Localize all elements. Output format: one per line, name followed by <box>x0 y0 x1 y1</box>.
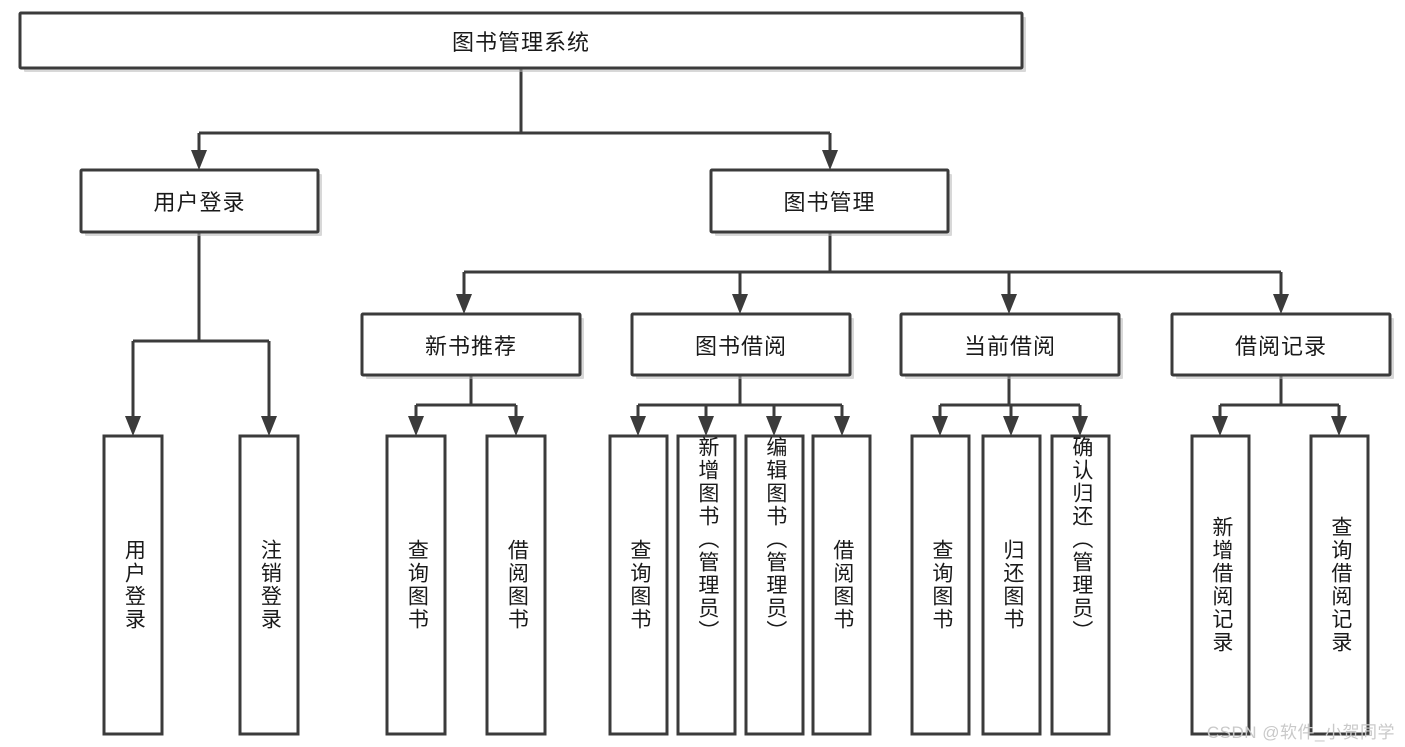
node-box-leaf-borrow-book-recommend[interactable] <box>485 434 547 736</box>
arrow-bm-to-current-borrow <box>1001 294 1017 314</box>
arrow-bb-to-query-book <box>630 416 646 436</box>
connector-group-book-management <box>456 232 1289 314</box>
node-box-new-book-recommend[interactable] <box>360 312 582 377</box>
arrow-cb-to-query-book <box>932 416 948 436</box>
arrow-root-to-user-login <box>191 150 207 170</box>
connector-group-borrow-records <box>1212 375 1347 436</box>
connector-group-user-login <box>125 232 277 436</box>
arrow-bm-to-book-borrow <box>732 294 748 314</box>
node-box-user-login[interactable] <box>79 168 320 234</box>
node-box-leaf-edit-book[interactable] <box>744 434 805 736</box>
arrow-br-to-add-record <box>1212 416 1228 436</box>
node-box-root[interactable] <box>18 11 1024 70</box>
node-box-book-management[interactable] <box>709 168 950 234</box>
arrow-nbr-to-borrow-book <box>508 416 524 436</box>
node-box-leaf-logout[interactable] <box>238 434 300 736</box>
arrow-cb-to-confirm-return <box>1072 416 1088 436</box>
node-box-leaf-add-borrow-record[interactable] <box>1190 434 1251 736</box>
arrow-bb-to-add-book <box>698 416 714 436</box>
arrow-to-leaf-user-login <box>125 416 141 436</box>
node-box-borrow-records[interactable] <box>1170 312 1392 377</box>
arrow-bb-to-edit-book <box>766 416 782 436</box>
node-box-leaf-borrow-book[interactable] <box>811 434 872 736</box>
node-box-leaf-query-borrow-record[interactable] <box>1309 434 1370 736</box>
arrow-nbr-to-query-book <box>408 416 424 436</box>
node-box-leaf-query-book-current[interactable] <box>910 434 971 736</box>
connector-group-root <box>191 68 838 170</box>
arrow-bb-to-borrow-book <box>834 416 850 436</box>
node-box-leaf-query-book-recommend[interactable] <box>385 434 447 736</box>
node-box-leaf-query-book-borrow[interactable] <box>608 434 669 736</box>
connector-group-book-borrow <box>630 375 850 436</box>
node-box-book-borrow[interactable] <box>630 312 852 377</box>
node-box-leaf-confirm-return[interactable] <box>1050 434 1111 736</box>
csdn-watermark: CSDN @软件_小贺同学 <box>1206 723 1395 742</box>
node-box-leaf-user-login[interactable] <box>102 434 164 736</box>
node-box-leaf-return-book[interactable] <box>981 434 1042 736</box>
arrow-cb-to-return-book <box>1003 416 1019 436</box>
arrow-bm-to-borrow-records <box>1273 294 1289 314</box>
connector-group-current-borrow <box>932 375 1088 436</box>
node-box-current-borrow[interactable] <box>899 312 1121 377</box>
arrow-to-leaf-logout <box>261 416 277 436</box>
arrow-root-to-book-management <box>822 150 838 170</box>
arrow-br-to-query-record <box>1331 416 1347 436</box>
connector-group-new-book-recommend <box>408 375 524 436</box>
arrow-bm-to-new-book-recommend <box>456 294 472 314</box>
node-box-leaf-add-book[interactable] <box>676 434 737 736</box>
